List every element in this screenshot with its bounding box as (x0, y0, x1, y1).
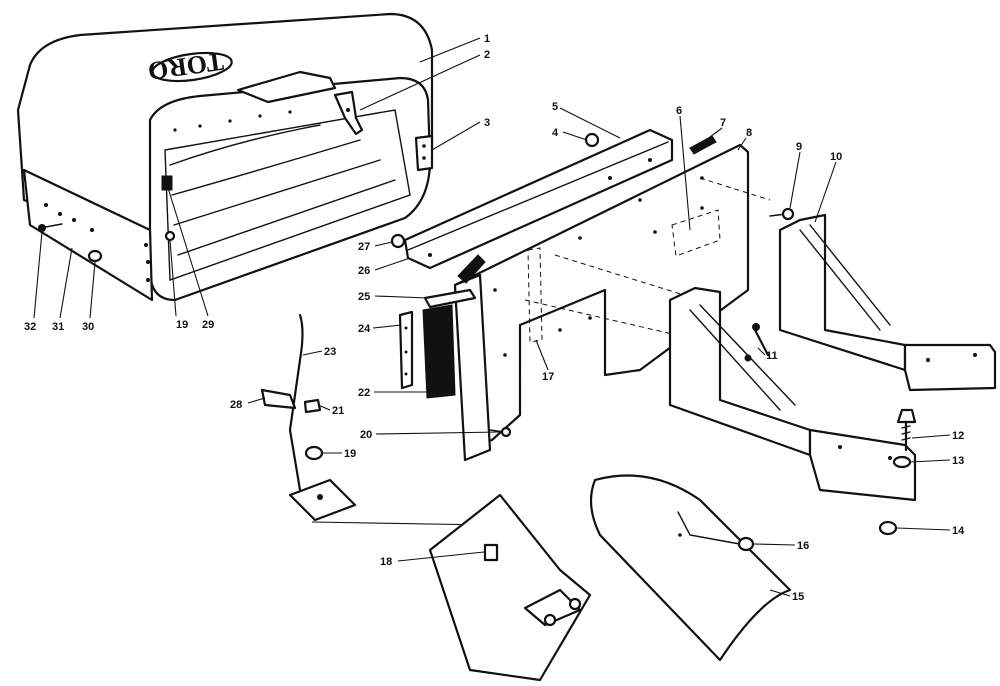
deflector-spring (483, 543, 499, 562)
callout-32: 32 (24, 321, 36, 333)
callout-9: 9 (796, 141, 802, 153)
bracket-nut (390, 233, 406, 249)
callout-30: 30 (82, 321, 94, 333)
callout-21: 21 (332, 405, 344, 417)
callout-5: 5 (552, 101, 558, 113)
callout-8: 8 (746, 127, 752, 139)
front-bracket-pad (422, 304, 456, 399)
callout-16: 16 (797, 540, 809, 552)
callout-7: 7 (720, 117, 726, 129)
hopper-hinge-bracket (333, 90, 364, 136)
hopper-wing-nut (87, 249, 103, 263)
callout-10: 10 (830, 151, 842, 163)
plate-bolt (769, 207, 795, 221)
channel-nut (584, 132, 600, 148)
callout-28: 28 (230, 399, 242, 411)
callout-13: 13 (952, 455, 964, 467)
callout-1: 1 (484, 33, 490, 45)
callout-27: 27 (358, 241, 370, 253)
grip (689, 135, 717, 155)
callout-18: 18 (380, 556, 392, 568)
callout-4: 4 (552, 127, 559, 139)
hood-bolt (737, 536, 755, 552)
callout-20: 20 (360, 429, 372, 441)
rod-bracket (260, 388, 297, 410)
callout-leaders (33, 37, 951, 597)
rear-channel-bar (403, 128, 674, 270)
callout-26: 26 (358, 265, 370, 277)
rod-nut (304, 445, 324, 461)
callout-17: 17 (542, 371, 554, 383)
callout-24: 24 (358, 323, 371, 335)
callout-19-rod: 19 (344, 448, 356, 460)
callout-3: 3 (484, 117, 490, 129)
front-bracket-grip (457, 254, 486, 284)
callout-labels: 1 2 3 4 5 6 7 8 9 10 11 12 13 14 15 16 1… (24, 33, 965, 603)
frame-nut (878, 520, 898, 536)
hopper-latch (161, 175, 173, 191)
hopper-side-bracket (414, 134, 434, 172)
callout-6: 6 (676, 105, 682, 117)
callout-23: 23 (324, 346, 336, 358)
callout-31: 31 (52, 321, 64, 333)
callout-29: 29 (202, 319, 214, 331)
callout-14: 14 (952, 525, 965, 537)
front-bolt (489, 426, 512, 438)
discharge-hood (589, 474, 792, 662)
callout-2: 2 (484, 49, 490, 61)
hopper-nut (164, 230, 176, 242)
callout-15: 15 (792, 591, 804, 603)
front-bracket-cap (423, 288, 477, 309)
frame-washer (892, 455, 912, 469)
callout-25: 25 (358, 291, 370, 303)
callout-11: 11 (766, 350, 778, 362)
rod-spring (303, 398, 322, 414)
support-frame-rear (778, 213, 997, 392)
callout-19-hopper: 19 (176, 319, 188, 331)
control-rod (288, 313, 357, 522)
front-bracket-strip (398, 310, 414, 390)
callout-12: 12 (952, 430, 964, 442)
hopper-bolt (38, 223, 63, 232)
frame-bolt (896, 408, 917, 452)
front-bracket (398, 254, 492, 462)
callout-22: 22 (358, 387, 370, 399)
deflector-chute (428, 493, 592, 682)
grass-catcher-hopper: TORO (16, 12, 434, 302)
